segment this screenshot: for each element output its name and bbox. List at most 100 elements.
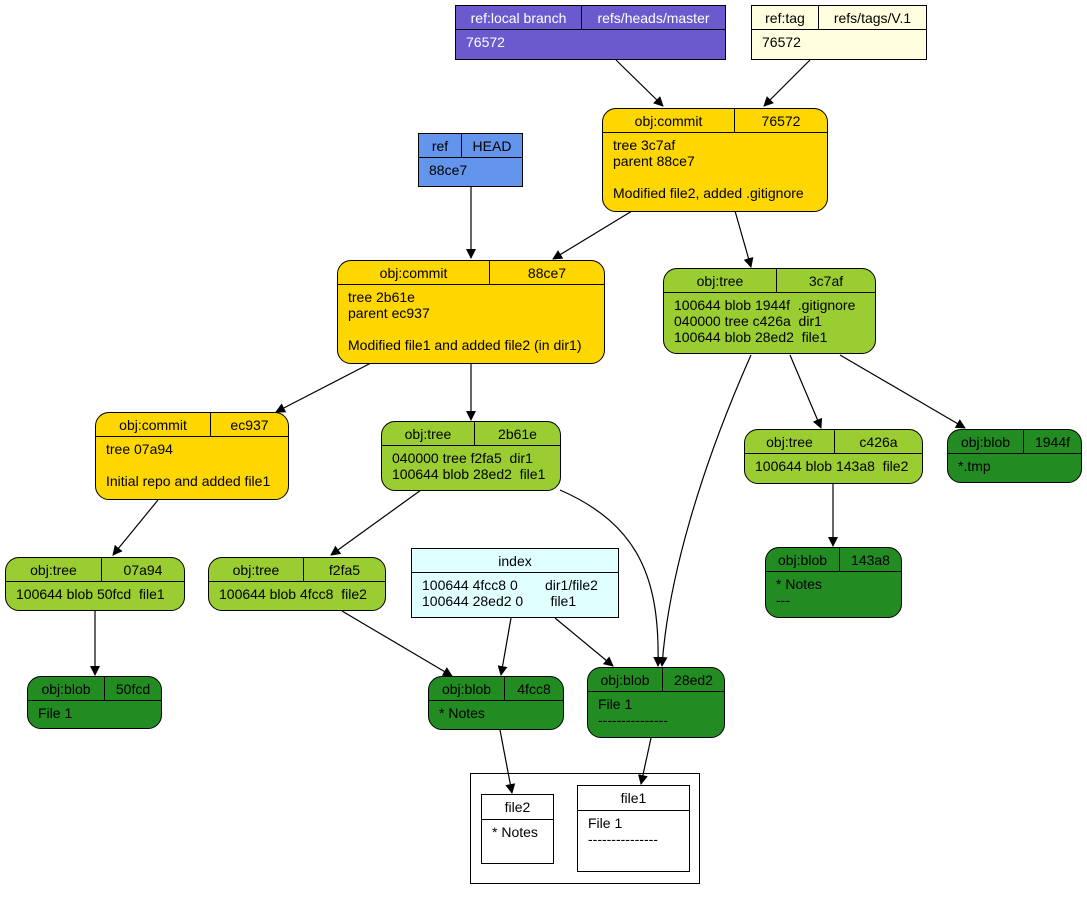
edge-2b61e-to-blob-28ed2	[559, 489, 664, 667]
commit-line: tree 2b61e	[348, 289, 415, 305]
edge-76572-to-88ce7	[552, 210, 633, 260]
commit-id: 88ce7	[527, 264, 567, 281]
commit-id: 76572	[761, 112, 801, 129]
commit-ec937[interactable]: obj:commit ec937 tree 07a94 Initial repo …	[95, 412, 289, 500]
commit-type-label: obj:commit	[96, 413, 211, 436]
tree-entry: 040000 tree f2fa5 dir1	[392, 450, 533, 466]
edge-2b61e-to-tree-f2fa5	[330, 489, 422, 556]
tree-entry: 100644 blob 1944f .gitignore	[674, 297, 856, 313]
index-entry: 100644 28ed2 0 file1	[422, 593, 577, 609]
blob-type-label: obj:blob	[588, 668, 663, 691]
file-name: file1	[578, 786, 689, 811]
commit-line	[106, 457, 278, 473]
file-content-line: ---------------	[588, 831, 658, 847]
ref-head[interactable]: ref HEAD 88ce7	[418, 133, 523, 187]
commit-line: parent ec937	[348, 305, 430, 321]
commit-line: tree 07a94	[106, 441, 173, 457]
ref-type-label: ref:local branch	[456, 6, 582, 29]
tree-type-label: obj:tree	[382, 422, 475, 445]
blob-content-line: ---	[776, 592, 790, 608]
ref-type-label: ref:tag	[752, 6, 819, 29]
tree-2b61e[interactable]: obj:tree 2b61e 040000 tree f2fa5 dir1 100…	[381, 421, 561, 491]
tree-07a94[interactable]: obj:tree 07a94 100644 blob 50fcd file1	[5, 557, 185, 611]
tree-entry: 100644 blob 143a8 file2	[755, 458, 909, 474]
ref-target: 76572	[762, 34, 801, 50]
edge-76572-to-tree-3c7af	[734, 210, 754, 268]
blob-type-label: obj:blob	[948, 430, 1024, 453]
ref-target: 88ce7	[429, 162, 468, 178]
tree-id: f2fa5	[328, 561, 361, 578]
tree-id: 07a94	[123, 561, 163, 578]
tree-entry: 100644 blob 28ed2 file1	[674, 329, 828, 345]
blob-type-label: obj:blob	[766, 548, 840, 571]
edge-3c7af-to-tree-c426a	[789, 354, 823, 429]
edge-4fcc8-to-file2	[499, 729, 516, 794]
blob-28ed2[interactable]: obj:blob 28ed2 File 1 ---------------	[587, 667, 725, 738]
commit-line: parent 88ce7	[613, 153, 695, 169]
working-directory-cluster	[470, 773, 700, 884]
blob-type-label: obj:blob	[429, 677, 505, 700]
tree-c426a[interactable]: obj:tree c426a 100644 blob 143a8 file2	[744, 429, 923, 484]
commit-id: ec937	[230, 416, 269, 433]
file-name: file2	[482, 795, 553, 820]
blob-id: 4fcc8	[517, 680, 551, 697]
blob-id: 1944f	[1034, 433, 1071, 450]
blob-content-line: ---------------	[598, 712, 668, 728]
commit-line	[348, 321, 594, 337]
commit-message: Modified file2, added .gitignore	[613, 185, 804, 201]
edge-tag-to-commit-76572	[763, 59, 811, 107]
index-box[interactable]: index 100644 4fcc8 0 dir1/file2 100644 2…	[411, 548, 619, 618]
ref-name-label: refs/tags/V.1	[833, 9, 912, 26]
commit-type-label: obj:commit	[603, 109, 735, 132]
tree-type-label: obj:tree	[745, 430, 835, 453]
tree-entry: 100644 blob 28ed2 file1	[392, 466, 546, 482]
ref-local-branch-master[interactable]: ref:local branch refs/heads/master 76572	[455, 5, 726, 60]
commit-line: tree 3c7af	[613, 137, 676, 153]
tree-type-label: obj:tree	[209, 558, 304, 581]
tree-3c7af[interactable]: obj:tree 3c7af 100644 blob 1944f .gitigno…	[663, 268, 876, 354]
edge-28ed2-to-file1	[638, 737, 652, 785]
tree-id: 3c7af	[808, 272, 844, 289]
edge-ec937-to-tree-07a94	[112, 499, 159, 556]
blob-4fcc8[interactable]: obj:blob 4fcc8 * Notes	[428, 676, 564, 730]
edge-3c7af-to-blob-1944f	[839, 354, 966, 429]
edge-index-to-blob-4fcc8	[497, 617, 512, 676]
index-entry: 100644 4fcc8 0 dir1/file2	[422, 577, 598, 593]
file-content-line: File 1	[588, 815, 623, 831]
blob-content-line: File 1	[598, 696, 633, 712]
tree-entry: 100644 blob 4fcc8 file2	[219, 586, 367, 602]
tree-entry: 100644 blob 50fcd file1	[16, 586, 165, 602]
blob-id: 50fcd	[115, 680, 151, 697]
tree-f2fa5[interactable]: obj:tree f2fa5 100644 blob 4fcc8 file2	[208, 557, 386, 611]
blob-content-line: * Notes	[776, 576, 822, 592]
ref-name-label: HEAD	[472, 137, 512, 154]
edge-3c7af-to-blob-28ed2	[657, 354, 752, 667]
ref-target: 76572	[466, 34, 505, 50]
tree-id: c426a	[859, 433, 898, 450]
ref-tag-v1[interactable]: ref:tag refs/tags/V.1 76572	[751, 5, 927, 60]
tree-type-label: obj:tree	[6, 558, 102, 581]
tree-type-label: obj:tree	[664, 269, 777, 292]
ref-name-label: refs/heads/master	[597, 9, 710, 26]
tree-id: 2b61e	[498, 425, 537, 442]
blob-id: 28ed2	[674, 671, 713, 688]
edge-index-to-blob-28ed2	[554, 617, 614, 667]
blob-content-line: * Notes	[439, 705, 485, 721]
edge-master-to-commit-76572	[615, 59, 664, 107]
tree-entry: 040000 tree c426a dir1	[674, 313, 822, 329]
ref-type-label: ref	[419, 134, 462, 157]
blob-content-line: *.tmp	[958, 458, 991, 474]
commit-type-label: obj:commit	[338, 261, 490, 284]
edge-88ce7-to-ec937	[275, 362, 372, 413]
commit-message: Initial repo and added file1	[106, 473, 271, 489]
workdir-file2[interactable]: file2 * Notes	[481, 794, 554, 864]
workdir-file1[interactable]: file1 File 1 ---------------	[577, 785, 690, 872]
blob-type-label: obj:blob	[28, 677, 105, 700]
blob-1944f[interactable]: obj:blob 1944f *.tmp	[947, 429, 1082, 483]
commit-line	[613, 169, 817, 185]
